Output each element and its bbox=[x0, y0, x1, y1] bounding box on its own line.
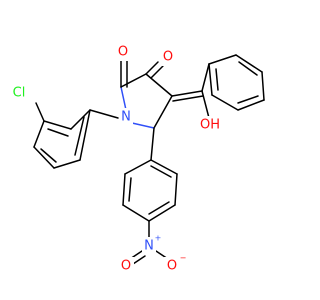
bond-c2-c3 bbox=[120, 73, 147, 88]
nitrophenyl-ring bbox=[122, 127, 178, 241]
bond bbox=[70, 109, 91, 130]
bond-cexo-phenyl bbox=[201, 63, 210, 92]
hydroxyl-label: OH bbox=[200, 118, 220, 133]
benzoyl-phenyl-ring bbox=[208, 54, 265, 111]
bond bbox=[53, 159, 81, 169]
ring-nitrogen-label: N bbox=[121, 110, 131, 125]
label-bg bbox=[197, 116, 225, 134]
chemical-structure-diagram: Cl N O O OH N + O O − bbox=[7, 43, 265, 275]
bond bbox=[211, 94, 239, 111]
label-bg bbox=[119, 108, 133, 126]
nitro-oxygen-left-label: O bbox=[121, 259, 131, 274]
carbonyl-groups bbox=[120, 59, 164, 88]
bond-c3-c4 bbox=[145, 73, 173, 97]
bond bbox=[261, 71, 265, 101]
bond bbox=[33, 120, 45, 148]
bond bbox=[35, 102, 45, 122]
bond bbox=[122, 204, 150, 222]
ketone-oxygen-2-label: O bbox=[163, 50, 173, 65]
bond bbox=[148, 204, 176, 222]
nitro-oxygen-charge: − bbox=[180, 254, 187, 263]
bond-c4-c5 bbox=[153, 95, 173, 129]
bond bbox=[128, 177, 132, 202]
label-bg bbox=[118, 257, 134, 275]
label-bg bbox=[160, 48, 176, 66]
nitro-nitrogen-label: N bbox=[144, 239, 154, 254]
bond bbox=[89, 109, 119, 119]
bond bbox=[238, 61, 258, 76]
label-bg bbox=[142, 237, 156, 255]
bond bbox=[43, 120, 72, 130]
bond-cexo-oh bbox=[201, 90, 210, 119]
bond-c5-n1 bbox=[131, 122, 155, 129]
bond bbox=[74, 116, 85, 156]
bond bbox=[235, 54, 263, 73]
bond bbox=[174, 173, 178, 206]
bond bbox=[124, 159, 152, 175]
nitro-oxygen-right-label: O bbox=[167, 259, 177, 274]
bond bbox=[237, 95, 259, 104]
label-bg bbox=[7, 84, 31, 102]
label-bg bbox=[115, 43, 131, 61]
chlorophenyl-ring bbox=[33, 102, 119, 169]
bond bbox=[150, 165, 172, 178]
bond bbox=[237, 99, 265, 111]
bond-c3-o-a bbox=[145, 61, 159, 75]
bond bbox=[79, 109, 91, 161]
bond bbox=[33, 146, 55, 169]
bond bbox=[150, 159, 178, 175]
chlorine-label: Cl bbox=[13, 86, 26, 101]
bond-c4-cexo-a bbox=[171, 90, 203, 97]
nitro-nitrogen-charge: + bbox=[155, 234, 162, 243]
bond bbox=[47, 128, 69, 137]
atom-labels: Cl N O O OH N + O O − bbox=[7, 43, 225, 275]
label-bg bbox=[164, 257, 180, 275]
bond-c4-cexo-b bbox=[172, 95, 204, 102]
bond bbox=[150, 127, 155, 161]
bond-n-o-left-b bbox=[132, 255, 146, 265]
bond bbox=[208, 54, 237, 65]
bond bbox=[208, 63, 213, 96]
ketone-oxygen-1-label: O bbox=[118, 45, 128, 60]
bond bbox=[215, 68, 219, 91]
exocyclic-enol bbox=[171, 63, 210, 119]
bond bbox=[148, 201, 170, 215]
structure-canvas: Cl N O O OH N + O O − bbox=[7, 43, 265, 275]
bond bbox=[40, 148, 57, 163]
bond bbox=[122, 173, 126, 206]
bond-c3-o-b bbox=[150, 65, 164, 79]
bond-n1-c2 bbox=[120, 86, 127, 111]
